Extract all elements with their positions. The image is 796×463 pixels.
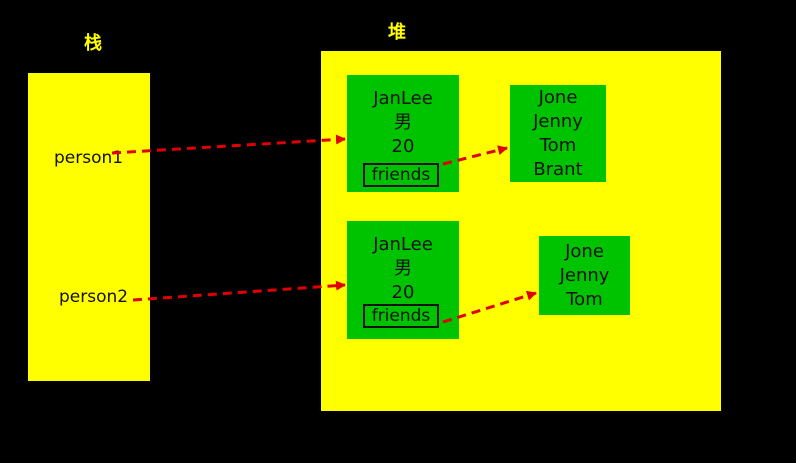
object-1-age: 20	[391, 136, 415, 157]
friends-list-2-item: Jenny	[559, 265, 610, 286]
object-2-name: JanLee	[373, 234, 433, 255]
object-1-gender: 男	[394, 112, 412, 133]
friends-list-1-item: Brant	[533, 159, 583, 180]
friends-list-1-item: Tom	[539, 135, 577, 156]
stack-var-person1: person1	[54, 148, 124, 168]
arrow-person2-to-object2	[132, 280, 346, 302]
friends-list-1-item: Jone	[538, 87, 578, 108]
object-2-gender: 男	[394, 258, 412, 279]
object-1-name: JanLee	[373, 88, 433, 109]
heap-object-2: JanLee 男 20 friends	[347, 221, 459, 339]
heap-title: 堆	[388, 22, 406, 43]
friends-list-2-item: Tom	[566, 289, 603, 310]
object-2-age: 20	[391, 282, 415, 303]
friends-list-1-item: Jenny	[533, 111, 583, 132]
friends-list-1: Jone Jenny Tom Brant	[510, 85, 606, 182]
heap-object-1: JanLee 男 20 friends	[347, 75, 459, 192]
object-1-friends-field: friends	[363, 163, 439, 187]
friends-list-2-item: Jone	[565, 241, 604, 262]
stack-var-person2: person2	[59, 287, 129, 307]
object-2-friends-field: friends	[363, 304, 439, 328]
stack-title: 栈	[84, 33, 102, 54]
stack-region	[28, 73, 150, 381]
friends-list-2: Jone Jenny Tom	[539, 236, 630, 315]
